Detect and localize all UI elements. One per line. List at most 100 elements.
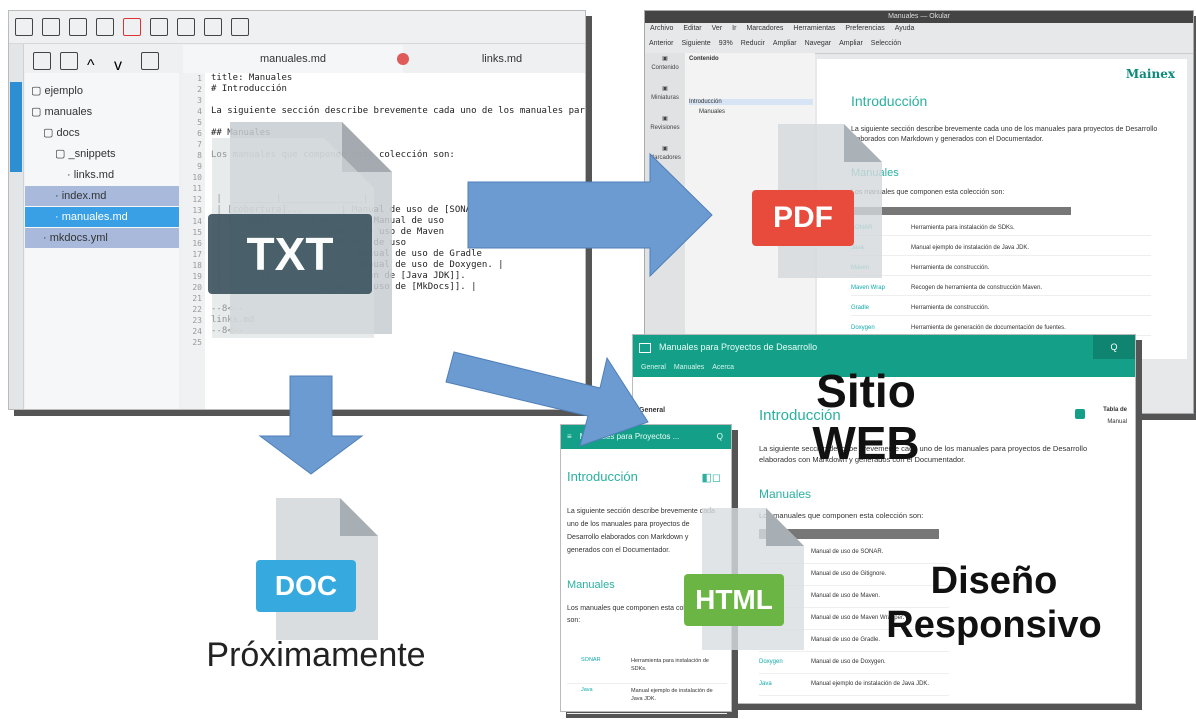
side-tab[interactable]: ▣Revisiones [645, 113, 685, 143]
row-desc: Recogen de herramienta de construcción M… [911, 285, 1043, 291]
tree-item[interactable]: · index.md [25, 186, 179, 206]
tree-item[interactable]: · links.md [25, 165, 179, 185]
side-tab-icon: ▣ [662, 146, 668, 152]
row-link[interactable]: SONAR [581, 657, 601, 663]
menu-item[interactable]: Herramientas [793, 25, 836, 32]
nav-tab[interactable]: Acerca [712, 364, 735, 371]
line-number: 17 [192, 250, 202, 259]
html-badge: HTML [684, 574, 784, 626]
down-icon[interactable]: v [114, 57, 122, 74]
export-icon[interactable] [231, 18, 249, 36]
line-number: 11 [192, 184, 202, 193]
section-heading: Manuales [567, 579, 615, 591]
code-line: # Introducción [211, 84, 287, 94]
line-number: 23 [192, 316, 202, 325]
toolbar-button[interactable]: Ampliar [839, 40, 863, 47]
save-as-icon[interactable] [96, 18, 114, 36]
toolbar-button[interactable]: Reducir [740, 40, 765, 47]
tree-item-label: manuales.md [61, 211, 128, 223]
line-number: 3 [197, 96, 202, 105]
tree-item[interactable]: ▢ docs [25, 123, 179, 143]
menu-item[interactable]: Editar [683, 25, 702, 32]
new-file-icon[interactable] [15, 18, 33, 36]
close-file-icon[interactable] [123, 18, 141, 36]
intro-paragraph: La siguiente sección describe brevemente… [851, 126, 1158, 143]
file-icon: · [67, 169, 74, 181]
tree-item-label: manuales [44, 106, 93, 118]
tree-item[interactable]: ▢ ejemplo [25, 81, 179, 101]
side-tab[interactable]: ▣Miniaturas [645, 83, 685, 113]
menu-icon[interactable]: ≡ [567, 432, 572, 441]
folder-icon[interactable] [60, 52, 78, 70]
side-tab[interactable]: ▣Contenido [645, 53, 685, 83]
line-number: 4 [197, 107, 202, 116]
edit-icon[interactable]: ◧◻ [701, 472, 721, 484]
row-desc: Herramienta de construcción. [911, 265, 990, 271]
menu-item[interactable]: Preferencias [845, 25, 885, 32]
window-title: Manuales — Okular [645, 11, 1193, 23]
tree-item-label: links.md [73, 169, 115, 181]
row-link[interactable]: Doxygen [851, 325, 875, 331]
row-link[interactable]: Doxygen [759, 659, 783, 665]
tree-item[interactable]: · manuales.md [25, 207, 179, 227]
folder-icon: ▢ [43, 127, 57, 139]
menu-item[interactable]: Ayuda [894, 25, 915, 32]
search-icon[interactable]: Q [1093, 335, 1135, 359]
menu-item[interactable]: Ir [732, 25, 737, 32]
tree-item[interactable]: · mkdocs.yml [25, 228, 179, 248]
row-link[interactable]: Java [581, 687, 593, 693]
menu-item[interactable]: Marcadores [746, 25, 784, 32]
toolbar-button[interactable]: Navegar [804, 40, 832, 47]
menu-item[interactable]: Archivo [650, 25, 674, 32]
row-desc: Manual ejemplo de instalación de Java JD… [631, 688, 713, 702]
line-number: 15 [192, 228, 202, 237]
menu-item[interactable]: Ver [711, 25, 723, 32]
tree-item-label: _snippets [68, 148, 116, 160]
preview-icon[interactable] [204, 18, 222, 36]
toolbar-button[interactable]: Ampliar [772, 40, 797, 47]
line-number: 22 [192, 305, 202, 314]
toc-item[interactable]: Manuales [699, 109, 726, 115]
row-link[interactable]: Maven Wrap [851, 285, 885, 291]
save-icon[interactable] [69, 18, 87, 36]
tree-item-label: docs [56, 127, 80, 139]
undo-icon[interactable] [150, 18, 168, 36]
menu-icon[interactable] [639, 342, 651, 353]
toolbar-button[interactable]: Anterior [649, 40, 674, 47]
new-doc-icon[interactable] [33, 52, 51, 70]
toc-item[interactable]: Introducción [689, 99, 813, 105]
toolbar-button[interactable]: Selección [870, 40, 902, 47]
table-row: Manual de uso de Gradle. [759, 629, 949, 652]
search-icon[interactable]: Q [716, 432, 723, 441]
toc-item[interactable]: Manual [1107, 419, 1127, 425]
row-desc: Manual de uso de Gradle. [811, 637, 881, 643]
line-number: 21 [192, 294, 202, 303]
save-icon[interactable] [141, 52, 159, 70]
row-link[interactable]: Java [759, 681, 772, 687]
edit-icon[interactable] [1075, 409, 1085, 419]
row-link[interactable]: Gradle [851, 305, 870, 311]
site-title: Manuales para Proyectos de Desarrollo [659, 342, 818, 352]
up-icon[interactable]: ^ [87, 57, 95, 74]
side-tab[interactable]: ▣Marcadores [645, 143, 685, 173]
open-folder-icon[interactable] [42, 18, 60, 36]
files-panel-tab[interactable] [10, 82, 22, 172]
nav-tab[interactable]: Manuales [673, 364, 705, 371]
toolbar-button[interactable]: Siguiente [681, 40, 711, 47]
toolbar-button[interactable]: 93% [718, 40, 733, 47]
tree-item[interactable]: ▢ _snippets [25, 144, 179, 164]
side-panel-strip [9, 44, 24, 409]
close-tab-icon[interactable] [397, 53, 409, 65]
table-header [851, 207, 1071, 215]
nav-tab[interactable]: General [641, 364, 666, 371]
code-line: La siguiente sección describe brevemente… [211, 106, 585, 116]
viewer-toolbar: Anterior Siguiente 93% Reducir Ampliar Navega… [645, 35, 1193, 54]
arrow-to-pdf [467, 152, 713, 278]
row-desc: Manual ejemplo de instalación de Java JD… [911, 245, 1030, 251]
side-tab-icon: ▣ [662, 116, 668, 122]
tree-item[interactable]: ▢ manuales [25, 102, 179, 122]
redo-icon[interactable] [177, 18, 195, 36]
